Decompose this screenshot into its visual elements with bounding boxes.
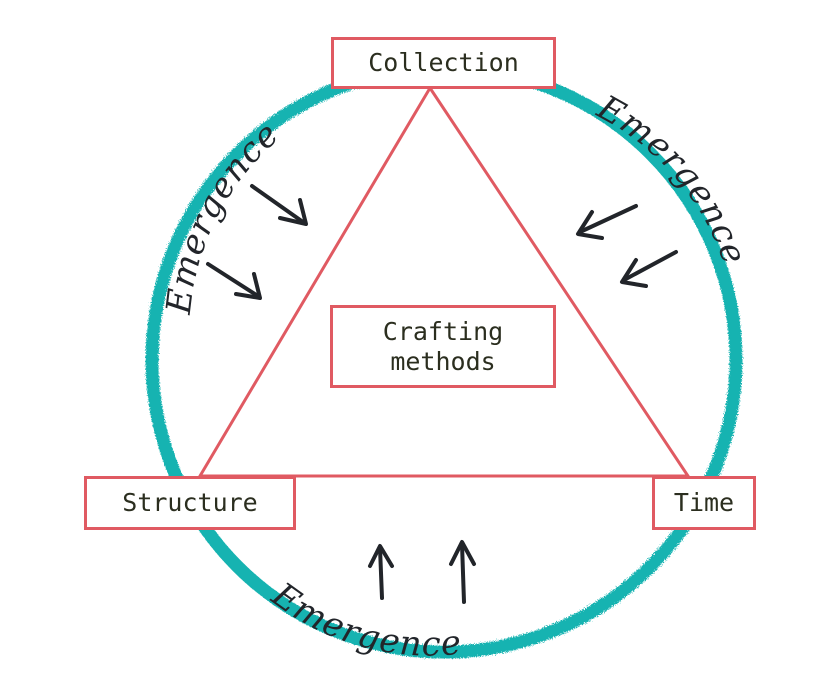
- node-collection: Collection: [331, 37, 556, 89]
- node-time-label: Time: [673, 488, 735, 517]
- arrow-right-upper-icon: [576, 204, 638, 240]
- arrow-left-upper-icon: [250, 184, 308, 226]
- arrow-left-lower-icon: [206, 262, 262, 300]
- emergence-label-left: Emergence: [159, 114, 287, 317]
- arrow-bottom-right-icon: [449, 540, 476, 604]
- node-structure: Structure: [84, 476, 296, 530]
- node-crafting-label-line1: Crafting: [382, 316, 504, 346]
- emergence-label-right: Emergence: [590, 87, 755, 270]
- emergence-label-bottom: Emergence: [264, 574, 464, 664]
- node-collection-label: Collection: [368, 48, 519, 77]
- node-time: Time: [652, 476, 756, 530]
- relation-triangle: [197, 85, 691, 478]
- node-structure-label: Structure: [122, 488, 258, 517]
- arrow-right-lower-icon: [620, 250, 678, 288]
- node-crafting-label-line2: methods: [390, 346, 496, 376]
- arrow-bottom-left-icon: [368, 544, 394, 600]
- node-crafting-methods: Crafting methods: [330, 305, 556, 388]
